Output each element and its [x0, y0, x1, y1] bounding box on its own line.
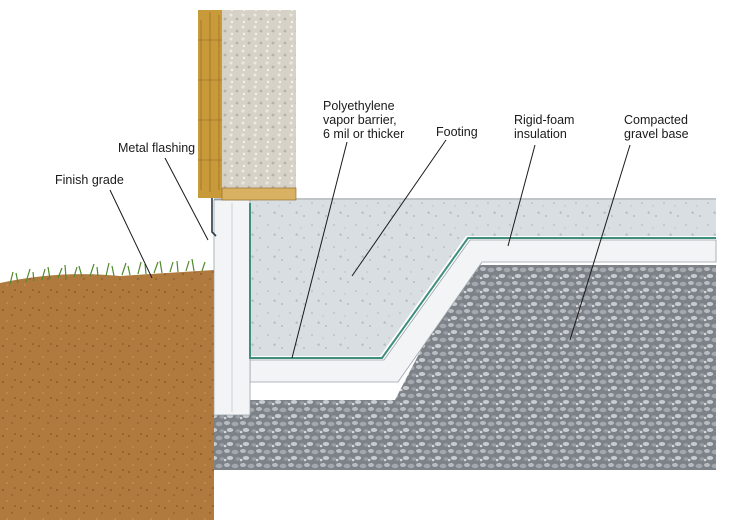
label-vapor-barrier-1: Polyethylene	[323, 99, 395, 113]
grass	[9, 258, 206, 285]
label-footing: Footing	[436, 125, 478, 139]
sill-plate	[221, 187, 297, 201]
label-gravel-base-2: gravel base	[624, 127, 689, 141]
gravel-base	[214, 265, 716, 470]
soil	[0, 270, 214, 520]
metal-flashing	[211, 198, 217, 237]
vapor-barrier	[249, 203, 716, 359]
rigid-foam-slab	[249, 239, 717, 383]
wall-insulation	[222, 10, 296, 188]
label-metal-flashing: Metal flashing	[118, 141, 195, 155]
label-rigid-foam-2: insulation	[514, 127, 567, 141]
leader-lines	[109, 139, 631, 359]
label-vapor-barrier-2: vapor barrier,	[323, 113, 397, 127]
label-finish-grade: Finish grade	[55, 173, 124, 187]
label-vapor-barrier-3: 6 mil or thicker	[323, 127, 404, 141]
footing-concrete	[250, 200, 716, 356]
label-rigid-foam-1: Rigid-foam	[514, 113, 574, 127]
label-gravel-base-1: Compacted	[624, 113, 688, 127]
